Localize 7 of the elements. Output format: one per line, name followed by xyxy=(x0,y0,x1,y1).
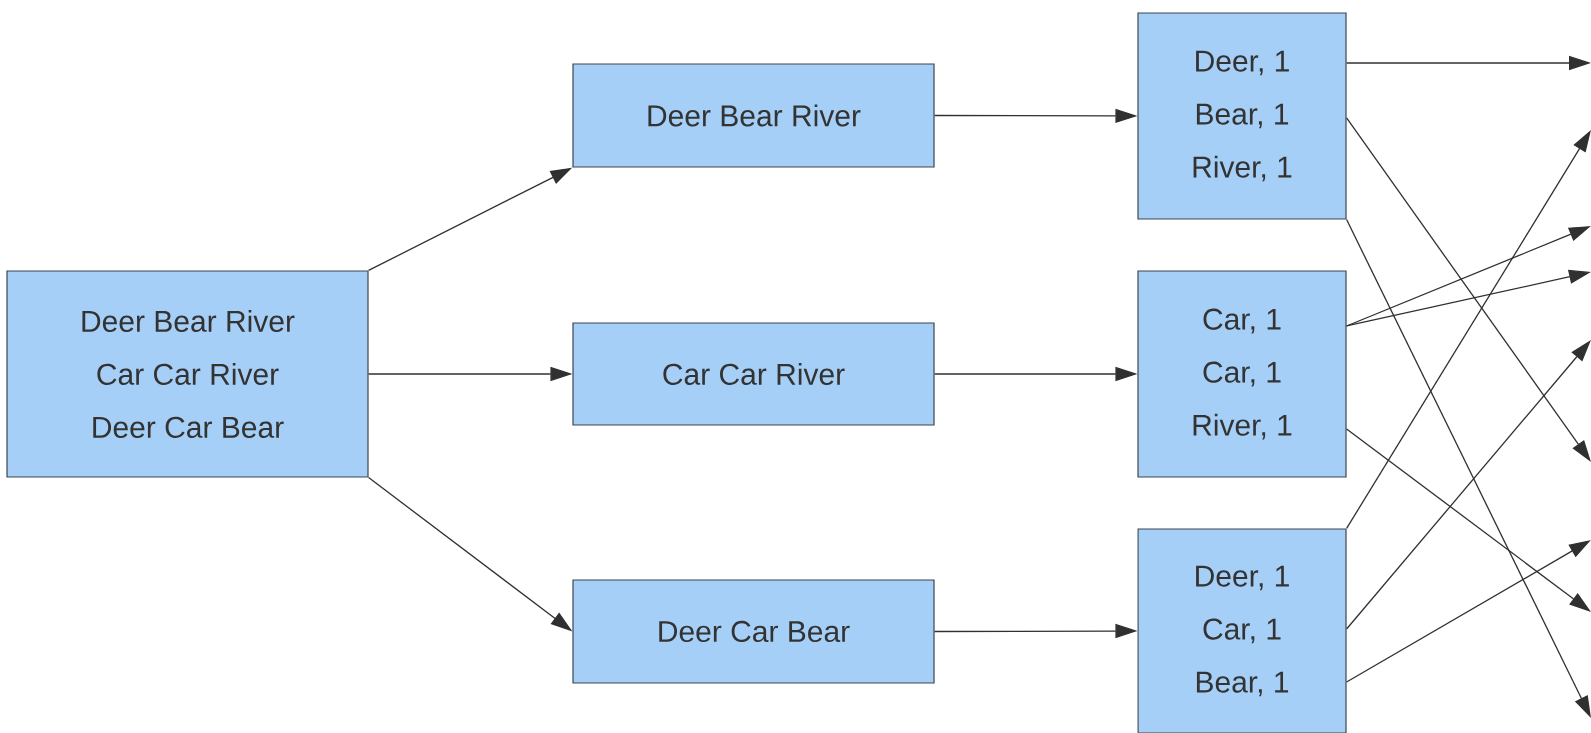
text-box: Deer, 1 Car, 1 Bear, 1 xyxy=(1137,528,1347,733)
text-box: Deer Bear River xyxy=(572,63,935,168)
text-box: Car Car River xyxy=(572,322,935,426)
text-box: Deer, 1 Bear, 1 River, 1 xyxy=(1137,12,1347,220)
text-box: Deer Bear River Car Car River Deer Car Bear xyxy=(6,270,369,478)
text-box: Car, 1 Car, 1 River, 1 xyxy=(1137,270,1347,478)
text-box: Deer Car Bear xyxy=(572,579,935,684)
